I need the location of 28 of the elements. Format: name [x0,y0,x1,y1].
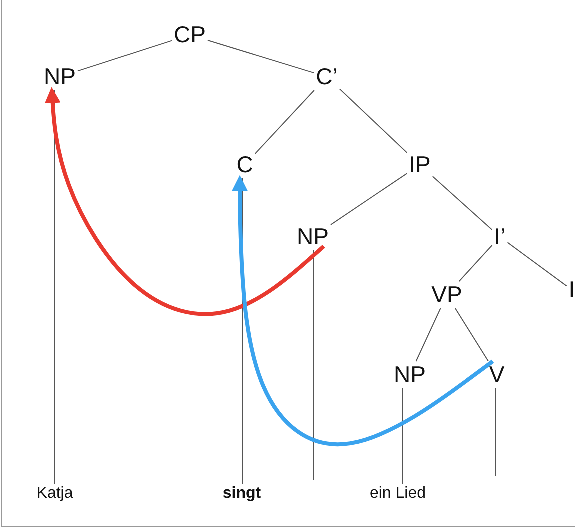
category-label: V [487,362,507,388]
word-label: singt [220,484,264,504]
word-label: ein Lied [368,484,428,504]
category-label: NP [42,64,78,90]
category-label: VP [430,282,464,308]
category-label: C [234,152,256,178]
tree-branch-line [254,90,315,154]
category-label: I [566,276,578,304]
tree-branch-line [416,308,442,362]
movement-arrow [232,175,494,446]
tree-branch-line [454,308,490,362]
tree-branch-line [330,173,408,226]
category-label: I’ [492,224,508,250]
category-label: CP [172,22,208,48]
tree-branch-line [339,88,408,154]
category-label: C’ [314,64,340,90]
tree-branch-line [207,40,315,74]
tree-branch-line [77,40,173,72]
movement-arrow [44,87,326,316]
word-label: Katja [34,484,76,504]
category-label: NP [295,224,331,250]
tree-branch-line [432,176,493,231]
tree-branch-line [54,90,56,484]
tree-branch-line [458,244,493,282]
tree-branch-line [402,388,404,484]
category-label: IP [407,152,433,178]
category-label: NP [392,362,428,388]
tree-branch-line [507,242,568,287]
